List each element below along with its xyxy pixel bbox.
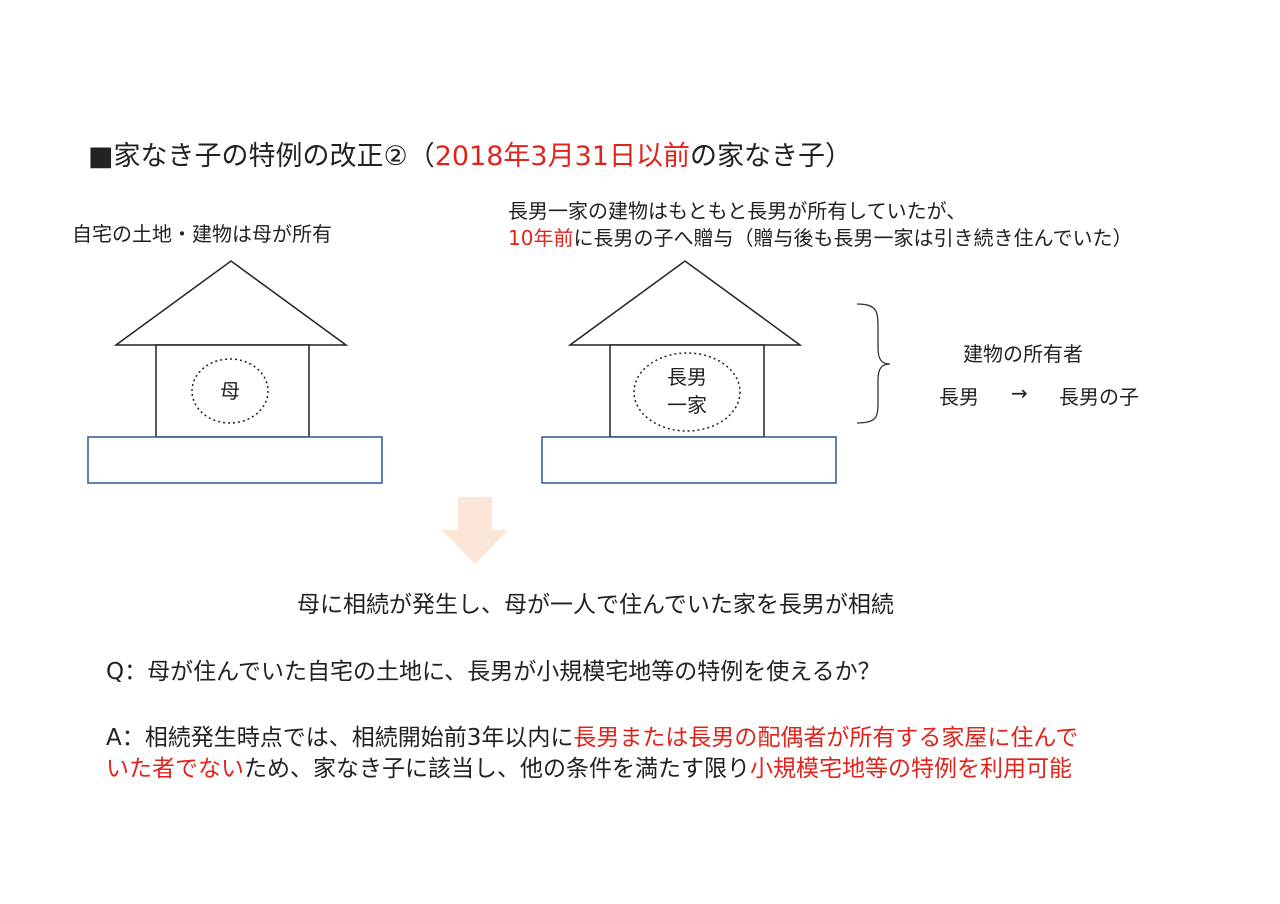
right-brace-icon [856, 303, 891, 424]
left-house-roof [113, 260, 349, 346]
left-house-occupant-ellipse [191, 358, 269, 424]
right-house: 長男 一家 [541, 260, 837, 484]
left-house: 母 [87, 260, 383, 484]
answer-part3: いた者でない [106, 756, 244, 782]
question-text: Q：母が住んでいた自宅の土地に、長男が小規模宅地等の特例を使えるか？ [106, 659, 881, 685]
right-house-roof [567, 260, 803, 346]
answer-part4: ため、家なき子に該当し、他の条件を満たす限り [244, 756, 750, 782]
answer-line1: A：相続発生時点では、相続開始前3年以内に長男または長男の配偶者が所有する家屋に… [106, 718, 1078, 752]
answer-line2: いた者でないため、家なき子に該当し、他の条件を満たす限り小規模宅地等の特例を利用… [106, 749, 1072, 783]
answer-part1: A：相続発生時点では、相続開始前3年以内に [106, 725, 574, 751]
title-suffix: の家なき子） [689, 141, 852, 172]
left-house-body [155, 344, 310, 438]
title-prefix: ■家なき子の特例の改正②（ [88, 141, 435, 172]
right-house-body [609, 344, 765, 438]
title-highlight: 2018年3月31日以前 [434, 141, 690, 172]
left-house-foundation [87, 436, 383, 484]
owner-note-arrow: → [1011, 381, 1028, 405]
left-house-occupant-label: 母 [220, 379, 240, 403]
down-arrow-icon [442, 497, 508, 564]
event-text: 母に相続が発生し、母が一人で住んでいた家を長男が相続 [297, 592, 894, 618]
right-house-foundation [541, 436, 837, 484]
right-caption-highlight: 10年前 [508, 226, 574, 250]
right-house-occupant-line1: 長男 [667, 365, 707, 389]
right-house-occupant-ellipse [633, 352, 741, 432]
owner-note-to: 長男の子 [1059, 385, 1139, 409]
owner-note-heading: 建物の所有者 [963, 342, 1083, 366]
right-house-occupant-line2: 一家 [667, 393, 707, 417]
right-house-caption-line1: 長男一家の建物はもともと長男が所有していたが、 [508, 199, 967, 223]
right-caption-rest: に長男の子へ贈与（贈与後も長男一家は引き続き住んでいた） [573, 226, 1133, 250]
page-title: ■家なき子の特例の改正②（2018年3月31日以前の家なき子） [88, 134, 852, 173]
answer-part5: 小規模宅地等の特例を利用可能 [750, 756, 1072, 782]
right-house-caption-line2: 10年前に長男の子へ贈与（贈与後も長男一家は引き続き住んでいた） [508, 222, 1132, 251]
left-house-caption: 自宅の土地・建物は母が所有 [72, 222, 332, 246]
owner-note-from: 長男 [939, 385, 979, 409]
answer-part2: 長男または長男の配偶者が所有する家屋に住んで [573, 725, 1079, 751]
